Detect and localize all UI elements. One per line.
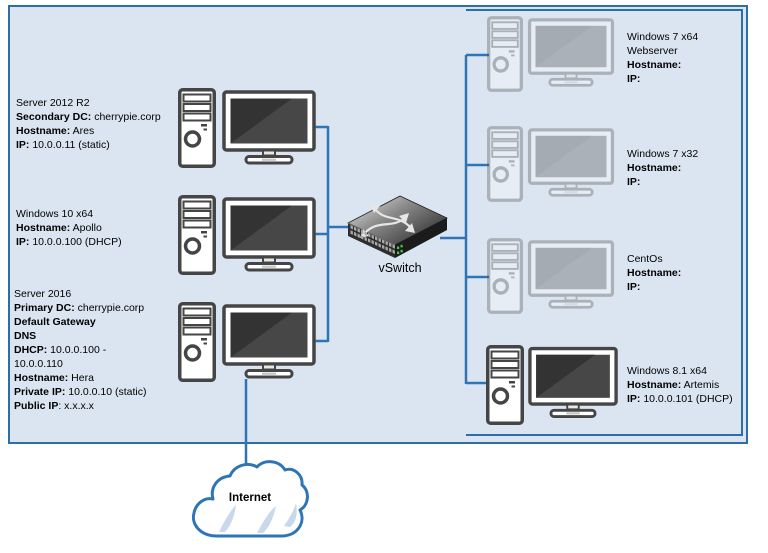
pc-monitor-icon [222,90,316,165]
pc-win7x32 [487,126,615,202]
internet-cloud-icon [191,460,309,538]
pc-tower-icon [178,195,216,275]
pc-tower-icon [178,88,216,168]
pc-monitor-icon [222,197,316,272]
pc-ares [178,88,316,168]
pc-apollo [178,195,316,275]
network-links [244,53,489,470]
pc-tower-icon [487,16,523,92]
vm-panel [466,9,743,436]
pc-win7x64 [487,16,615,92]
vswitch-icon [347,195,448,258]
vswitch-label: vSwitch [378,261,422,275]
pc-monitor-icon [527,128,615,197]
pc-monitor-icon [527,240,615,309]
internet-label: Internet [228,492,272,504]
pc-monitor-icon [222,304,316,379]
pc-monitor-icon [528,346,618,419]
pc-tower-icon [487,126,523,202]
pc-tower-icon [178,302,216,382]
switch-ports [350,225,395,254]
switch-leds [397,244,403,255]
pc-centos [487,238,615,314]
pc-monitor-icon [527,18,615,87]
switch-arrows-icon [363,207,413,235]
pc-artemis [486,344,618,426]
pc-hera [178,302,316,382]
cloud-shade-accents [219,503,297,533]
pc-tower-icon [486,344,524,426]
pc-tower-icon [487,238,523,314]
